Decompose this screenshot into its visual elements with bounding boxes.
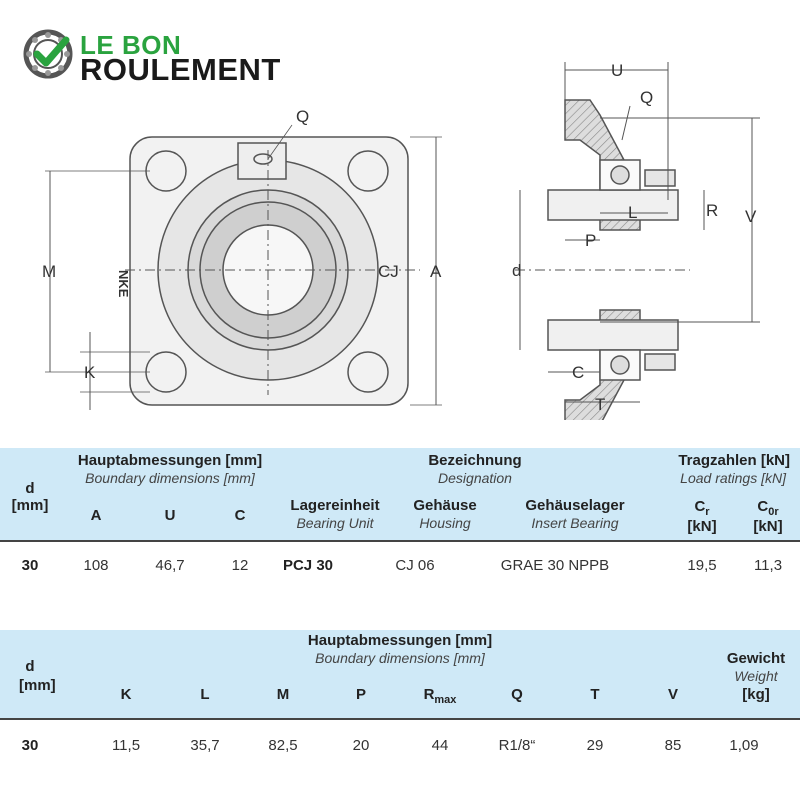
label-a: A (430, 262, 442, 281)
t1-d-header: d (25, 480, 35, 497)
t2-val-r: 44 (431, 737, 449, 754)
label-u: U (611, 61, 623, 80)
nke-mark: NKE (116, 270, 131, 298)
label-q-side: Q (640, 88, 653, 107)
t2-val-m: 82,5 (268, 737, 298, 754)
t2-weight-en: Weight (734, 668, 778, 684)
t1-insert-en: Insert Bearing (531, 515, 619, 531)
technical-drawing: Q M K CJ A NKE U Q L R V d P C T (42, 61, 760, 420)
label-d: d (512, 261, 521, 280)
t2-weight-unit: [kg] (742, 686, 770, 703)
table-1-header-band (0, 448, 800, 540)
bearing-check-icon (23, 29, 73, 79)
label-k: K (84, 363, 96, 382)
t2-d-unit: [mm] (19, 677, 56, 694)
t1-housing-de: Gehäuse (413, 497, 477, 514)
t1-val-u: 46,7 (155, 557, 185, 574)
t1-d-unit: [mm] (11, 497, 49, 514)
t2-col-l: L (200, 686, 210, 703)
t1-desig-de: Bezeichnung (428, 452, 522, 469)
t2-col-k: K (120, 686, 132, 703)
t2-weight-de: Gewicht (726, 650, 786, 667)
t1-col-c: C (234, 507, 246, 524)
t1-c0r-unit: [kN] (753, 518, 783, 535)
label-cj: CJ (378, 262, 399, 281)
t1-desig-en: Designation (438, 470, 512, 486)
t2-val-weight: 1,09 (729, 737, 759, 754)
t2-val-p: 20 (352, 737, 370, 754)
t1-val-d: 30 (21, 557, 39, 574)
t1-load-en: Load ratings [kN] (680, 470, 786, 486)
t1-val-a: 108 (83, 557, 109, 574)
t1-insert-de: Gehäuselager (525, 497, 625, 514)
t1-col-u: U (164, 507, 176, 524)
t1-c0r-header: C0r (757, 498, 779, 518)
label-t: T (595, 395, 605, 414)
t2-val-d: 30 (21, 737, 39, 754)
t2-col-v: V (667, 686, 678, 703)
t1-cr-header: Cr (694, 498, 710, 518)
brand-line-1: LE BON (80, 30, 182, 60)
t1-unit-de: Lagereinheit (290, 497, 380, 514)
t1-housing-en: Housing (419, 515, 471, 531)
t2-d-header: d (25, 658, 35, 675)
t1-dims-en: Boundary dimensions [mm] (85, 470, 255, 486)
t1-unit-en: Bearing Unit (296, 515, 374, 531)
brand-logo: LE BON ROULEMENT (22, 26, 302, 87)
label-m: M (42, 262, 56, 281)
t1-val-housing: CJ 06 (395, 557, 435, 574)
label-q: Q (296, 107, 309, 126)
t2-val-q: R1/8“ (498, 737, 536, 754)
brand-line-2: ROULEMENT (80, 52, 281, 87)
t2-dims-de: Hauptabmessungen [mm] (307, 632, 493, 649)
label-c: C (572, 363, 584, 382)
t1-val-insert: GRAE 30 NPPB (500, 557, 610, 574)
side-dimension-lines (519, 62, 760, 403)
t2-val-l: 35,7 (190, 737, 220, 754)
t2-val-k: 11,5 (111, 737, 141, 754)
label-p: P (585, 231, 596, 250)
t1-cr-unit: [kN] (687, 518, 717, 535)
t2-dims-en: Boundary dimensions [mm] (315, 650, 485, 666)
t1-val-cr: 19,5 (687, 557, 717, 574)
t2-col-rmax: Rmax (423, 686, 457, 706)
side-view (515, 99, 690, 420)
t1-dims-de: Hauptabmessungen [mm] (77, 452, 263, 469)
label-v: V (745, 207, 757, 226)
table-2-header-band (0, 630, 800, 718)
label-l: L (628, 203, 637, 222)
t1-val-c0r: 11,3 (753, 557, 783, 574)
t2-col-p: P (355, 686, 366, 703)
t2-col-m: M (276, 686, 290, 703)
t2-val-v: 85 (664, 737, 682, 754)
table-1-rule (0, 540, 800, 542)
table-2-rule (0, 718, 800, 720)
t2-val-t: 29 (586, 737, 604, 754)
t1-load-de: Tragzahlen [kN] (678, 452, 790, 469)
t1-val-c: 12 (231, 557, 249, 574)
t1-col-a: A (90, 507, 102, 524)
t1-val-unit: PCJ 30 (282, 557, 334, 574)
front-view (45, 124, 442, 410)
t2-col-q: Q (511, 686, 523, 703)
t2-col-t: T (590, 686, 600, 703)
label-r: R (706, 201, 718, 220)
